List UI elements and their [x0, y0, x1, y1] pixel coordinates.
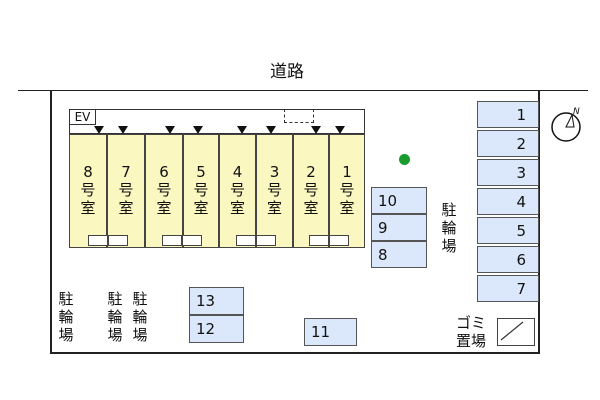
unit-number: 4: [232, 163, 243, 181]
bike-parking-label: 駐 輪 場: [106, 290, 124, 344]
unit-char: 室: [118, 199, 134, 217]
bike-parking-label: 駐 輪 場: [57, 290, 75, 344]
bike-char: 輪: [107, 308, 123, 326]
bike-char: 輪: [132, 308, 148, 326]
parking-space-7[interactable]: 7: [477, 275, 539, 302]
bike-char: 場: [58, 326, 74, 344]
trash-box-diagonal: [500, 321, 524, 341]
unit-char: 号: [118, 181, 134, 199]
parking-space-9[interactable]: 9: [371, 214, 427, 241]
unit-number: 3: [269, 163, 280, 181]
unit-char: 室: [229, 199, 245, 217]
unit-window: [309, 235, 329, 246]
road-label: 道路: [270, 62, 304, 82]
unit-char: 室: [80, 199, 96, 217]
parking-space-2[interactable]: 2: [477, 130, 539, 157]
unit-char: 室: [156, 199, 172, 217]
entrance-arrow: [94, 126, 104, 134]
road-edge-line: [18, 90, 588, 91]
parking-space-1[interactable]: 1: [477, 101, 539, 128]
parking-space-3[interactable]: 3: [477, 159, 539, 186]
bike-char: 駐: [58, 290, 74, 308]
parking-space-8[interactable]: 8: [371, 241, 427, 268]
unit-number: 8: [83, 163, 93, 181]
unit-char: 号: [80, 181, 96, 199]
entrance-arrow: [335, 126, 345, 134]
unit-number: 6: [159, 163, 169, 181]
unit-char: 号: [266, 181, 282, 199]
parking-space-12[interactable]: 12: [189, 315, 244, 343]
tree-icon: [399, 154, 410, 165]
bike-char: 輪: [58, 308, 74, 326]
entrance-arrow: [311, 126, 321, 134]
unit-window: [162, 235, 182, 246]
lot-boundary: [50, 91, 540, 354]
unit-window: [329, 235, 349, 246]
unit-number: 2: [306, 163, 316, 181]
parking-space-11[interactable]: 11: [304, 318, 357, 346]
bike-char: 場: [441, 237, 457, 255]
unit-window: [108, 235, 128, 246]
bike-char: 場: [132, 326, 148, 344]
bike-char: 輪: [441, 219, 457, 237]
bike-parking-label: 駐 輪 場: [131, 290, 149, 344]
unit-number: 7: [121, 163, 131, 181]
unit-number: 1: [342, 163, 352, 181]
parking-space-10[interactable]: 10: [371, 187, 427, 214]
unit-char: 号: [193, 181, 209, 199]
parking-space-5[interactable]: 5: [477, 217, 539, 244]
bike-char: 駐: [441, 201, 457, 219]
unit-char: 室: [266, 199, 282, 217]
entrance-arrow: [193, 126, 203, 134]
unit-number: 5: [196, 163, 206, 181]
unit-char: 室: [193, 199, 209, 217]
entrance-arrow: [266, 126, 276, 134]
entrance-arrow: [118, 126, 128, 134]
entrance-arrow: [237, 126, 247, 134]
bike-parking-label: 駐 輪 場: [440, 201, 458, 255]
unit-char: 室: [339, 199, 355, 217]
parking-space-13[interactable]: 13: [189, 287, 244, 315]
trash-label-line1: ゴミ: [456, 314, 487, 332]
unit-char: 号: [229, 181, 245, 199]
dashed-outline: [284, 109, 314, 123]
unit-window: [236, 235, 256, 246]
bike-char: 場: [107, 326, 123, 344]
unit-window: [88, 235, 108, 246]
bike-char: 駐: [132, 290, 148, 308]
compass-icon: N: [551, 107, 581, 142]
bike-char: 駐: [107, 290, 123, 308]
parking-space-6[interactable]: 6: [477, 246, 539, 273]
unit-char: 号: [156, 181, 172, 199]
trash-box: [497, 318, 535, 346]
elevator-label: EV: [69, 109, 96, 125]
unit-char: 室: [303, 199, 319, 217]
parking-space-4[interactable]: 4: [477, 188, 539, 215]
unit-window: [256, 235, 276, 246]
unit-window: [182, 235, 202, 246]
compass-north-label: N: [573, 107, 580, 117]
trash-label-line2: 置場: [456, 332, 487, 350]
unit-char: 号: [303, 181, 319, 199]
unit-char: 号: [339, 181, 355, 199]
entrance-arrow: [165, 126, 175, 134]
